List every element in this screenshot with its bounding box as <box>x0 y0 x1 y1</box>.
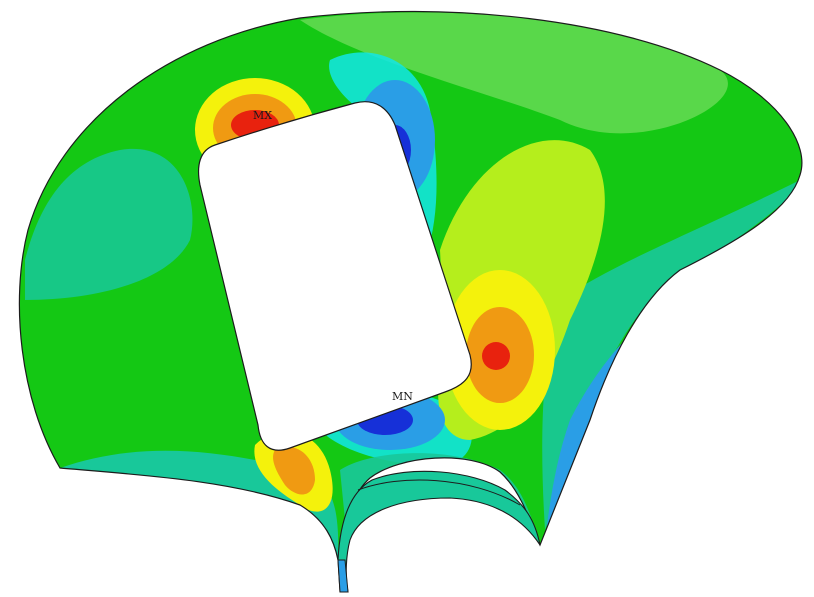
contour-band-red <box>482 342 510 370</box>
contour-hotspot-bottom-orange <box>273 446 315 495</box>
arch-inner-face <box>337 470 541 593</box>
bottom-arch-cut <box>337 470 541 593</box>
contour-band-teal-right <box>542 180 800 530</box>
contour-band-light-green <box>300 12 728 134</box>
min-marker-label: MN <box>392 390 413 403</box>
max-marker-label: MX <box>253 109 272 122</box>
rectangular-cutout <box>197 101 472 451</box>
contour-band-teal-left <box>25 148 193 300</box>
arch-rim-line <box>357 479 521 506</box>
arch-edge-strip <box>337 559 349 593</box>
